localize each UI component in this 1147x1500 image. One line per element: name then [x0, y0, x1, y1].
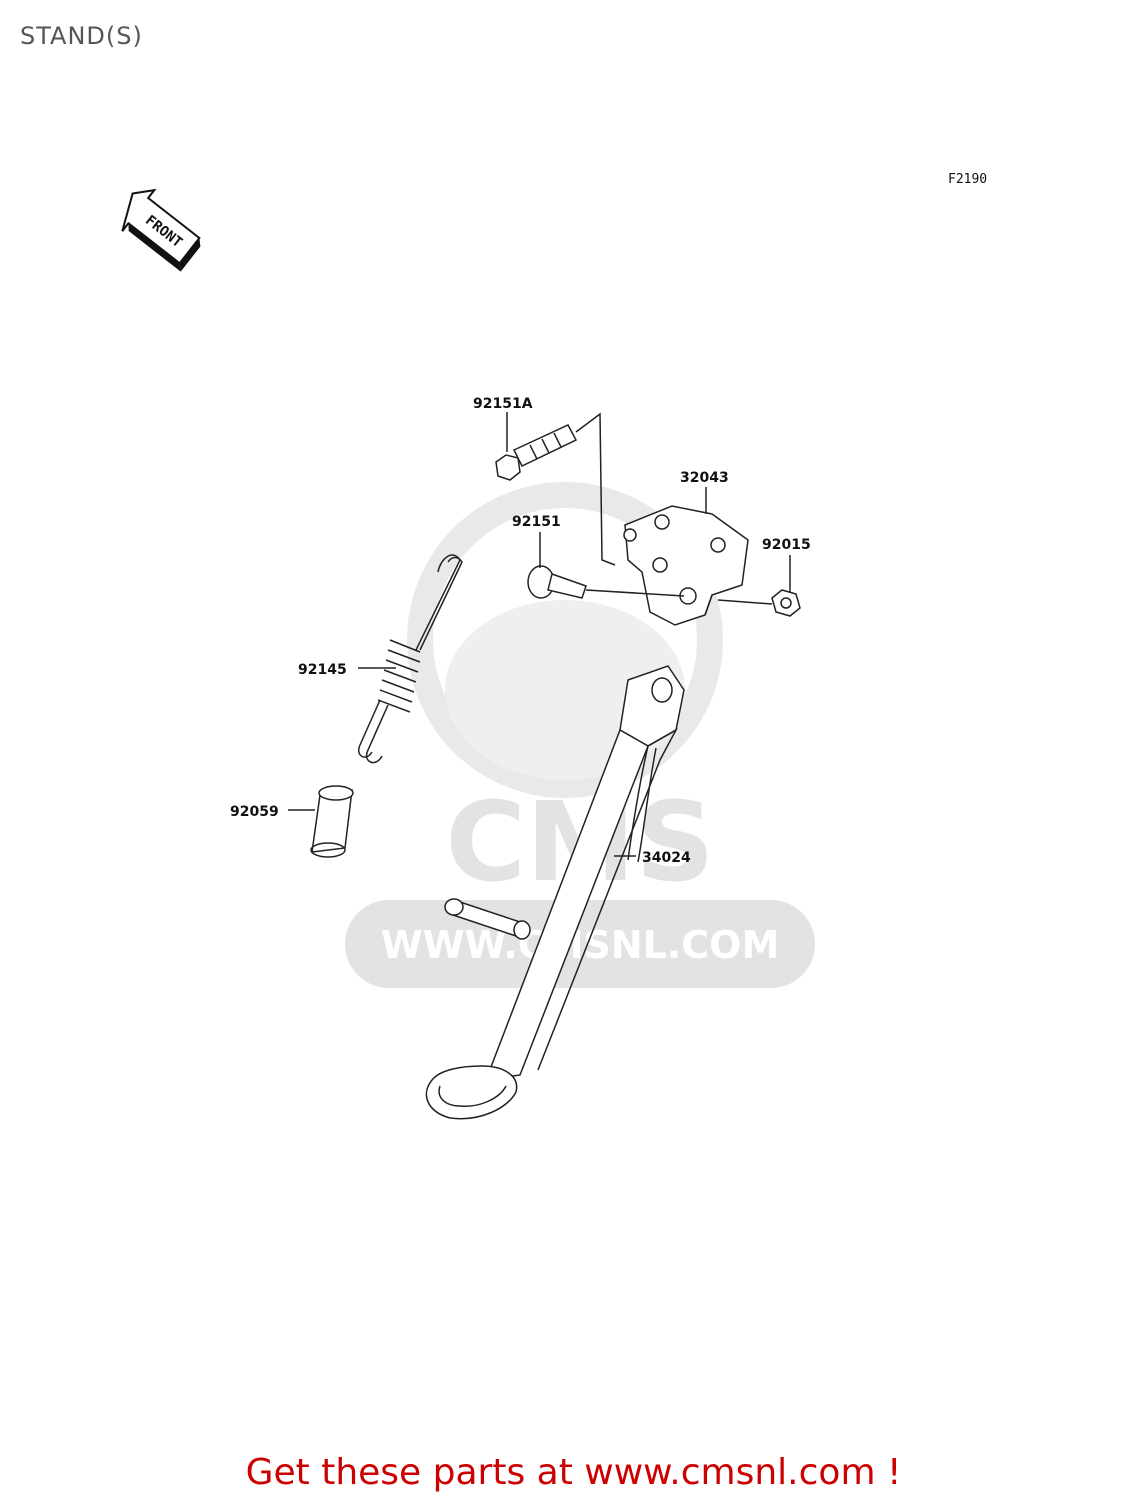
spring-92145: [358, 554, 463, 764]
part-label: 92059: [230, 804, 279, 820]
bracket-32043: [623, 505, 749, 626]
cta-link[interactable]: www.cmsnl.com: [584, 1452, 876, 1493]
watermark-text: WWW.CMSNL.COM: [381, 923, 780, 967]
cta-prefix: Get these parts at: [245, 1452, 585, 1493]
figure-code: F2190: [948, 172, 988, 187]
part-label: 32043: [680, 470, 729, 486]
part-label: 92015: [762, 537, 811, 553]
parts-diagram: CMS WWW.CMSNL.COM FRONT: [121, 188, 815, 1120]
cta-banner: Get these parts at www.cmsnl.com !: [0, 1452, 1147, 1493]
page-title: STAND(S): [20, 22, 143, 50]
leader-lines: [288, 412, 791, 857]
part-label: 92145: [298, 662, 347, 678]
side-stand-34024: [425, 665, 685, 1120]
nut-92015: [717, 589, 801, 617]
front-arrow-icon: FRONT: [121, 188, 201, 272]
collar-92059: [310, 785, 354, 858]
bolt-92151: [527, 565, 685, 599]
part-label: 92151A: [473, 396, 533, 412]
part-label: 92151: [512, 514, 561, 530]
cta-suffix: !: [875, 1452, 902, 1493]
bolt-92151a: [495, 424, 578, 481]
part-label: 34024: [642, 850, 691, 866]
